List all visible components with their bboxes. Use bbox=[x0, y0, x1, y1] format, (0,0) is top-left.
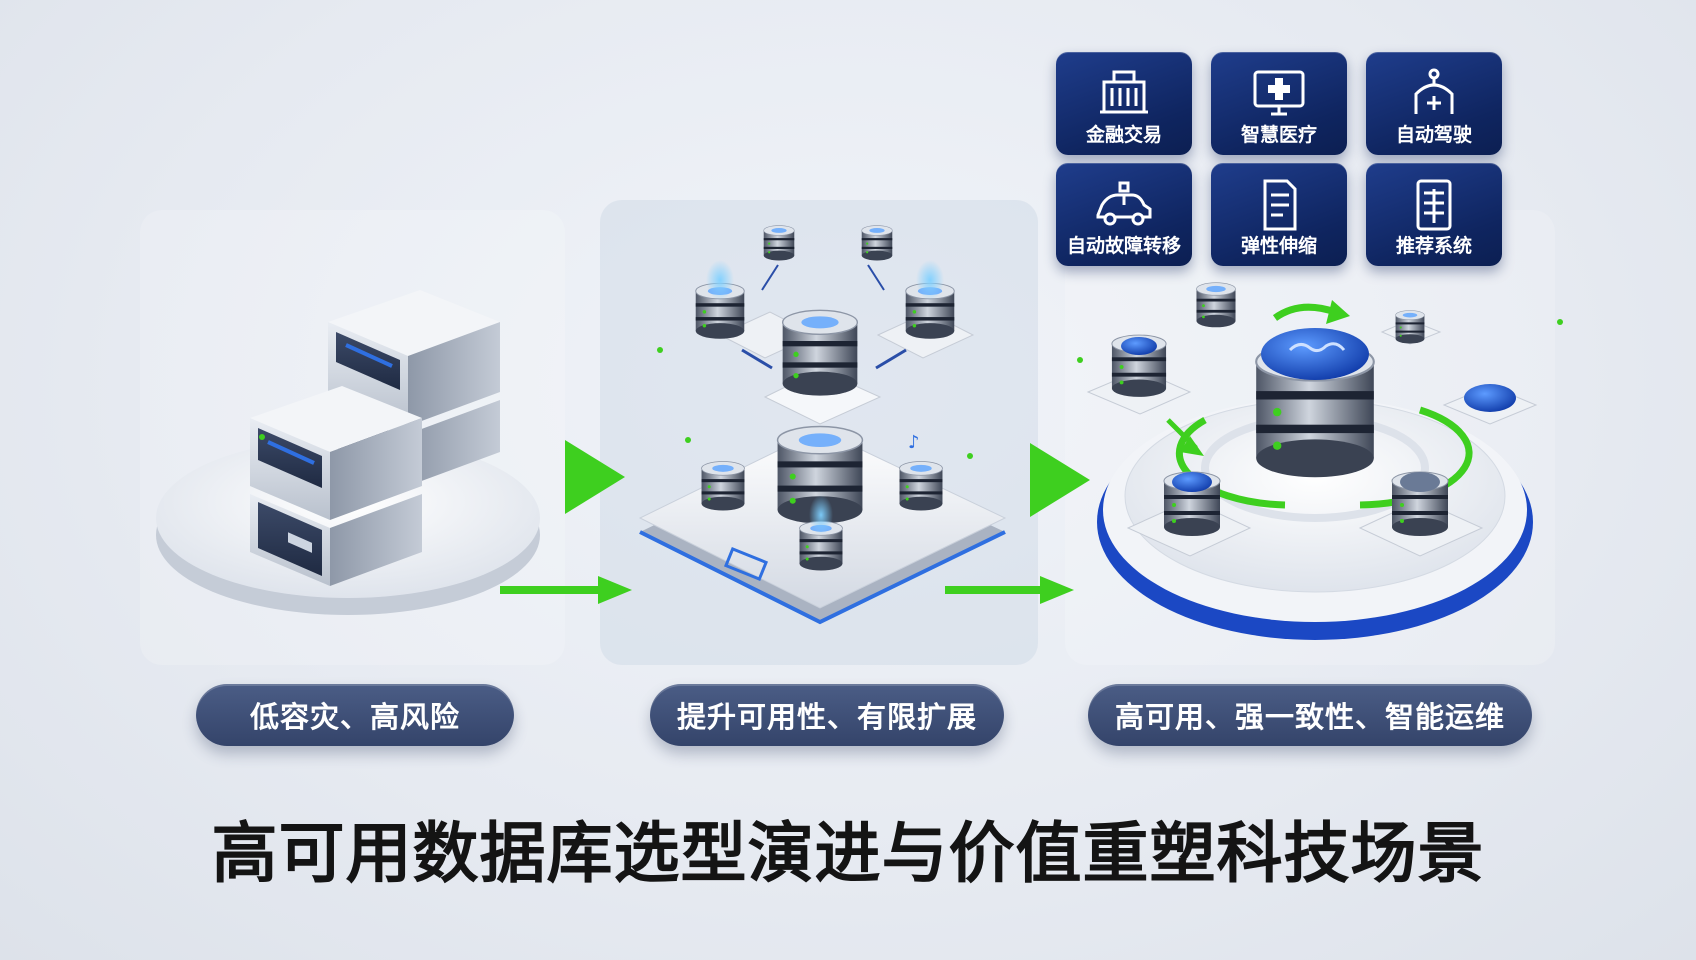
stage-1-label: 低容灾、高风险 bbox=[196, 684, 514, 746]
scenario-label: 智慧医疗 bbox=[1240, 124, 1317, 146]
svg-text:♪: ♪ bbox=[908, 432, 920, 453]
scenario-tile-finance: 金融交易 bbox=[1056, 52, 1192, 155]
scenario-tile-elastic: 弹性伸缩 bbox=[1211, 163, 1347, 266]
scenario-label: 自动驾驶 bbox=[1395, 124, 1472, 146]
bank-icon bbox=[1100, 70, 1148, 114]
flow-arrow-1 bbox=[500, 576, 632, 604]
stage-3-label: 高可用、强一致性、智能运维 bbox=[1088, 684, 1532, 746]
page-title: 高可用数据库选型演进与价值重塑科技场景 bbox=[211, 815, 1485, 892]
stage-2-illustration: ♪ bbox=[638, 225, 1007, 625]
scenario-tile-recommendation: 推荐系统 bbox=[1366, 163, 1502, 266]
medical-monitor-icon bbox=[1253, 70, 1305, 116]
document-icon bbox=[1263, 179, 1297, 231]
scenario-tile-failover: 自动故障转移 bbox=[1056, 163, 1192, 266]
scenario-tile-medical: 智慧医疗 bbox=[1211, 52, 1347, 155]
scenario-label: 推荐系统 bbox=[1395, 235, 1472, 257]
server-back bbox=[328, 290, 500, 486]
scenario-label: 金融交易 bbox=[1085, 124, 1162, 146]
triangle-arrow-1 bbox=[565, 440, 625, 514]
server-front bbox=[250, 386, 422, 586]
report-icon bbox=[1416, 179, 1452, 231]
flow-arrow-2 bbox=[945, 576, 1074, 604]
stage-2-label: 提升可用性、有限扩展 bbox=[650, 684, 1004, 746]
triangle-arrow-2 bbox=[1030, 443, 1090, 517]
stage-3-illustration bbox=[1077, 282, 1563, 640]
car-icon bbox=[1096, 181, 1152, 226]
stage-1-illustration bbox=[156, 290, 540, 615]
robot-icon bbox=[1414, 68, 1454, 114]
scenario-label: 弹性伸缩 bbox=[1240, 235, 1317, 257]
scenario-tile-autonomous: 自动驾驶 bbox=[1366, 52, 1502, 155]
scenario-label: 自动故障转移 bbox=[1066, 235, 1181, 257]
